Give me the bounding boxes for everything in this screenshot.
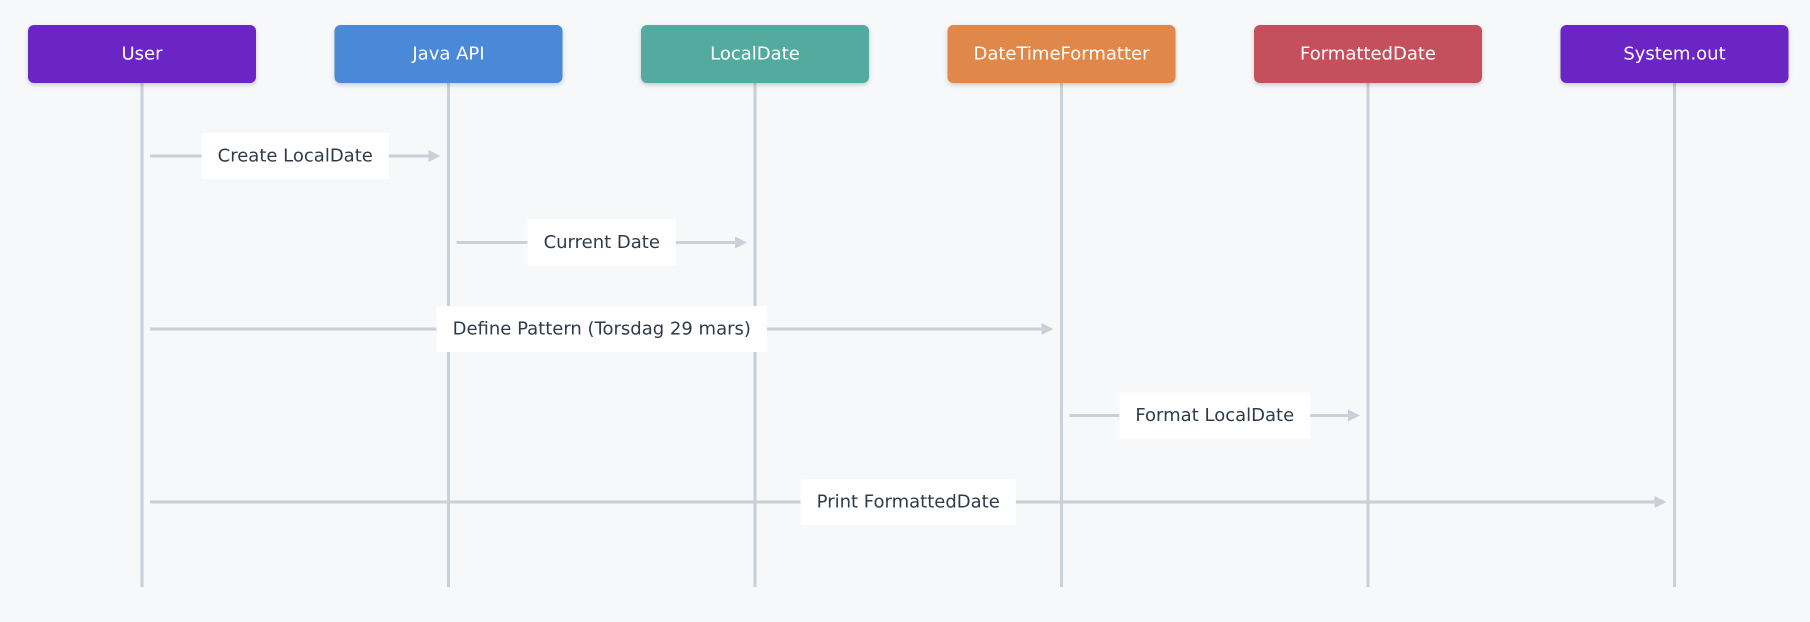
participant-localdate: LocalDate	[641, 25, 869, 83]
participant-box	[947, 25, 1176, 83]
message-label: Create LocalDate	[218, 146, 373, 167]
participant-label: FormattedDate	[1300, 44, 1436, 65]
participant-box	[334, 25, 563, 83]
arrowhead	[428, 150, 441, 162]
arrowhead	[1348, 409, 1360, 422]
participant-label: LocalDate	[710, 44, 800, 65]
message-label: Define Pattern (Torsdag 29 mars)	[453, 319, 751, 340]
message-3: Define Pattern (Torsdag 29 mars)	[150, 306, 1054, 352]
participant-label: DateTimeFormatter	[973, 44, 1150, 65]
participant-box	[28, 25, 256, 83]
message-label-box	[436, 306, 767, 352]
message-label-box	[1119, 392, 1311, 439]
participant-label: System.out	[1623, 44, 1725, 65]
message-label-box	[527, 219, 676, 266]
message-label: Format LocalDate	[1135, 405, 1294, 426]
participant-box	[641, 25, 869, 83]
participant-label: Java API	[411, 44, 484, 65]
arrowhead	[1041, 323, 1054, 335]
participant-box	[1254, 25, 1482, 83]
message-1: Create LocalDate	[150, 133, 441, 179]
participant-box	[1560, 25, 1789, 83]
message-label-box	[800, 479, 1016, 525]
participants: User Java API LocalDate DateTimeFormatter Fo…	[28, 25, 1789, 83]
message-5: Print FormattedDate	[150, 479, 1667, 525]
arrowhead	[735, 236, 747, 249]
message-label: Print FormattedDate	[817, 492, 1000, 513]
participant-datetimeformatter: DateTimeFormatter	[947, 25, 1176, 83]
message-4: Format LocalDate	[1069, 392, 1360, 439]
participant-java-api: Java API	[334, 25, 563, 83]
participant-system-out: System.out	[1560, 25, 1789, 83]
arrowhead	[1654, 496, 1667, 508]
message-2: Current Date	[456, 219, 747, 266]
participant-label: User	[121, 44, 163, 65]
participant-user: User	[28, 25, 256, 83]
message-label-box	[201, 133, 389, 179]
participant-formatteddate: FormattedDate	[1254, 25, 1482, 83]
message-label: Current Date	[544, 232, 660, 253]
